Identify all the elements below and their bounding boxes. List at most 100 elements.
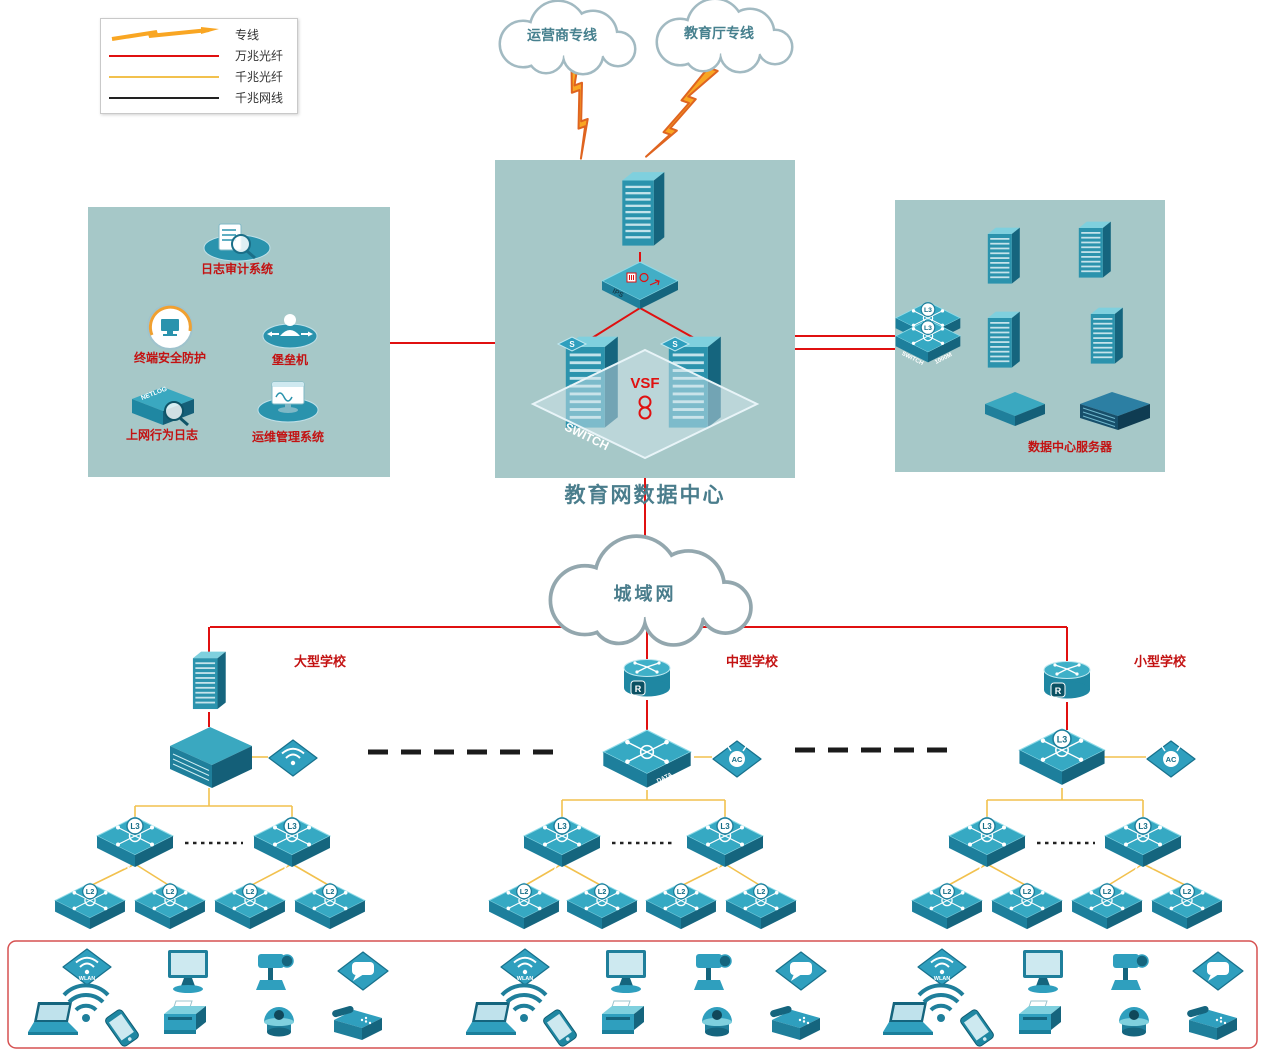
access-point[interactable] (268, 739, 318, 777)
dome-camera[interactable] (264, 1007, 294, 1037)
switch-badge (672, 883, 690, 900)
vsf-platform: VSF SWITCH (530, 348, 760, 460)
school-server[interactable] (192, 651, 226, 710)
school-firewall-chassis[interactable] (170, 727, 252, 788)
magnifier-icon (164, 401, 184, 421)
lightning-line-icon (109, 26, 227, 43)
switch-badge (593, 883, 611, 900)
switch-badge-label: L3 (287, 822, 297, 831)
ips-device[interactable]: IPS (600, 261, 680, 309)
wlan-label: WLAN (79, 976, 96, 982)
bastion-icon[interactable] (262, 314, 318, 349)
netlog-icon[interactable]: NETLOG (132, 386, 194, 427)
switch-badge (1098, 883, 1116, 900)
server-badge: S (659, 336, 691, 352)
school-small-label: 小型学校 (1133, 654, 1186, 669)
switch-badge (752, 883, 770, 900)
switch-badge (1134, 817, 1152, 835)
dc-server-tower[interactable] (1090, 307, 1123, 364)
cloud-isp-label: 运营商专线 (527, 27, 597, 43)
dc-rack-switch[interactable] (1080, 392, 1150, 430)
switch-badge-label: L2 (86, 887, 95, 896)
server-badge: S (556, 336, 588, 352)
switch-badge (920, 302, 936, 317)
switch-badge (1018, 883, 1036, 900)
dome-camera[interactable] (702, 1007, 732, 1037)
wlan-label: WLAN (934, 976, 951, 982)
switch-badge (716, 817, 734, 835)
switch-badge-label: L3 (982, 822, 992, 831)
magnifier-icon (231, 234, 251, 254)
school-large-label: 大型学校 (293, 654, 346, 669)
switch-badge (321, 883, 339, 900)
wlan-ap[interactable]: WLAN (917, 948, 967, 986)
lightning-edu-icon (645, 57, 719, 171)
gateway-firewall[interactable] (622, 172, 665, 246)
switch-badge (920, 320, 936, 335)
wlan-ap[interactable]: WLAN (500, 948, 550, 986)
cloud-metro-label: 城域网 (613, 584, 677, 604)
switch-badge-label: L3 (924, 307, 932, 314)
switch-badge-label: L3 (1057, 734, 1067, 744)
dc-server-tower[interactable] (1078, 221, 1111, 278)
ac-label: AC (732, 755, 743, 764)
dc-storage-unit[interactable] (985, 392, 1045, 426)
router-badge: R (1050, 682, 1066, 698)
black-line-icon (109, 96, 219, 99)
log-audit-icon[interactable] (203, 223, 271, 262)
dc-switch[interactable]: L3 (895, 301, 961, 345)
ops-mgmt-icon[interactable] (257, 381, 319, 423)
router-badge: R (630, 680, 646, 696)
switch-badge-label: L2 (1023, 887, 1032, 896)
dome-camera[interactable] (1119, 1007, 1149, 1037)
switch-badge-label: L3 (130, 822, 140, 831)
vsf-link-icon (638, 406, 652, 420)
dc-server-tower[interactable] (987, 311, 1020, 368)
server-zone-label: 数据中心服务器 (1027, 440, 1112, 454)
ips-label: IPS (611, 288, 625, 300)
bastion-label: 堡垒机 (271, 353, 308, 367)
switch-badge-label: L3 (1138, 822, 1148, 831)
switch-badge-label: L2 (520, 887, 529, 896)
legend-label: 千兆网线 (235, 91, 284, 105)
switch-badge (241, 883, 259, 900)
legend: 专线 万兆光纤 千兆光纤 千兆网线 (100, 18, 298, 114)
router-badge-label: R (635, 684, 642, 694)
legend-label: 千兆光纤 (235, 70, 284, 84)
switch-badge (1052, 729, 1072, 749)
wlan-ap[interactable]: WLAN (62, 948, 112, 986)
dc-server-tower[interactable] (987, 227, 1020, 284)
switch-badge (283, 817, 301, 835)
switch-badge-label: L2 (1183, 887, 1192, 896)
netlog-label: 上网行为日志 (125, 428, 198, 442)
red-line-icon (109, 54, 219, 57)
switch-badge-label: L3 (720, 822, 730, 831)
yellow-line-icon (109, 75, 219, 78)
switch-badge-label: L2 (757, 887, 766, 896)
switch-badge-label: L2 (246, 887, 255, 896)
ac-label: AC (1166, 755, 1177, 764)
terminal-protect-icon[interactable] (147, 304, 193, 350)
switch-badge (126, 817, 144, 835)
